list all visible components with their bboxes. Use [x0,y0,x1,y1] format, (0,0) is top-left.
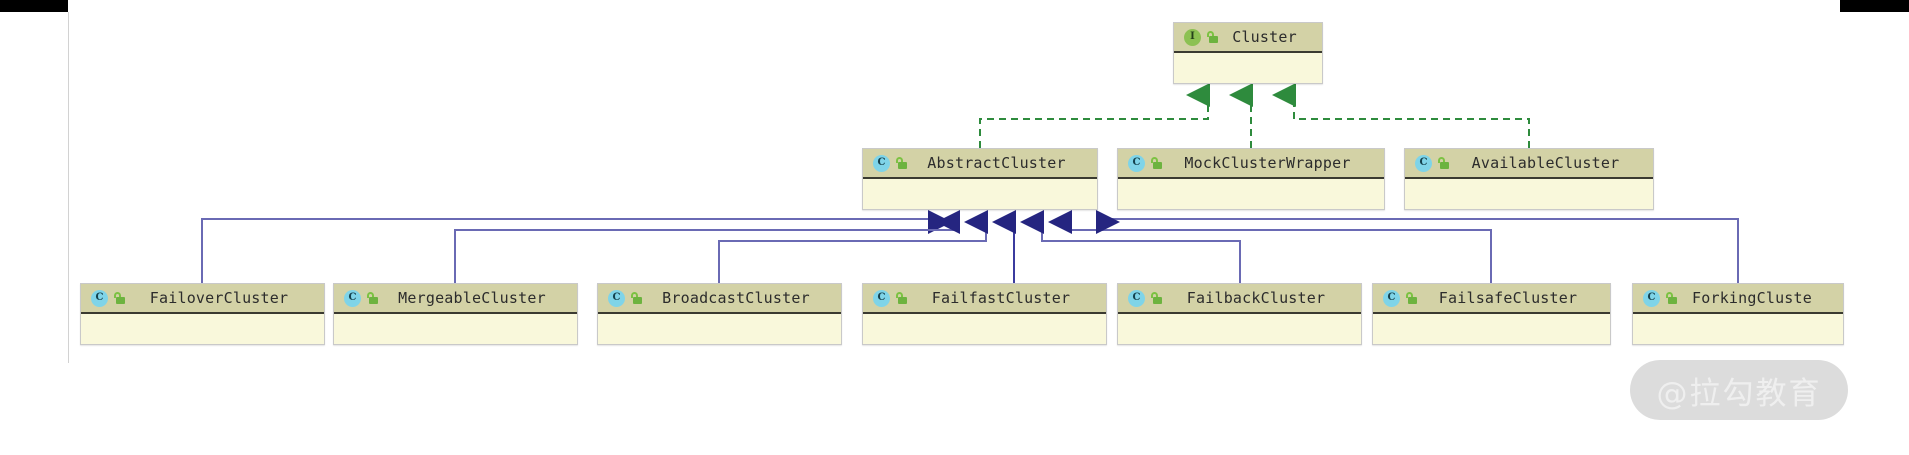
class-badge-icon: C [1128,289,1145,307]
class-badge-icon: C [91,289,108,307]
left-gutter-divider [68,12,69,363]
class-node-members [1118,179,1384,209]
lock-icon [113,291,126,305]
class-node-failsafe-cluster[interactable]: C FailsafeCluster [1372,283,1611,345]
watermark: @拉勾教育 [1630,360,1848,420]
class-node-members [81,314,324,344]
class-node-header: C FailoverCluster [81,284,324,314]
lock-icon [895,291,908,305]
class-node-members [1405,179,1653,209]
edge-extends-forkingcluster [1096,210,1739,283]
class-node-header: C FailfastCluster [863,284,1106,314]
class-node-title: FailfastCluster [931,289,1071,307]
class-node-header: C ForkingCluste [1633,284,1843,314]
class-node-title: FailbackCluster [1186,289,1326,307]
class-node-header: C FailsafeCluster [1373,284,1610,314]
class-node-mergeable-cluster[interactable]: C MergeableCluster [333,283,578,345]
class-node-members [334,314,577,344]
class-node-members [1118,314,1361,344]
class-node-members [1633,314,1843,344]
class-node-title: Cluster [1232,28,1297,46]
edge-extends-failovercluster [201,210,952,283]
class-badge-icon: C [1415,154,1432,172]
class-node-header: C BroadcastCluster [598,284,841,314]
edge-implements-availablecluster [1272,83,1530,148]
watermark-text: @拉勾教育 [1656,375,1822,412]
class-node-title: MergeableCluster [398,289,546,307]
class-node-title: AbstractCluster [927,154,1066,172]
class-node-header: C MergeableCluster [334,284,577,314]
class-node-header: C MockClusterWrapper [1118,149,1384,179]
class-badge-icon: C [1383,289,1400,307]
class-node-available-cluster[interactable]: C AvailableCluster [1404,148,1654,210]
class-node-members [863,314,1106,344]
lock-icon [366,291,379,305]
class-node-title: FailoverCluster [149,289,289,307]
class-node-title: FailsafeCluster [1438,289,1578,307]
class-node-broadcast-cluster[interactable]: C BroadcastCluster [597,283,842,345]
interface-badge-icon: I [1184,28,1201,46]
edge-extends-broadcastcluster [718,210,988,283]
class-node-abstract-cluster[interactable]: C AbstractCluster [862,148,1098,210]
class-badge-icon: C [608,289,625,307]
class-node-mock-cluster-wrapper[interactable]: C MockClusterWrapper [1117,148,1385,210]
class-node-cluster[interactable]: I Cluster [1173,22,1323,84]
class-badge-icon: C [873,289,890,307]
class-node-failback-cluster[interactable]: C FailbackCluster [1117,283,1362,345]
class-node-title: AvailableCluster [1471,154,1620,172]
class-badge-icon: C [1643,289,1660,307]
top-right-black-bar [1840,0,1909,12]
class-node-header: C FailbackCluster [1118,284,1361,314]
class-node-title: BroadcastCluster [662,289,810,307]
lock-icon [1150,291,1163,305]
class-node-members [1174,53,1322,83]
class-node-members [863,179,1097,209]
edge-implements-abstractcluster [979,83,1210,148]
class-node-members [598,314,841,344]
edge-extends-failbackcluster [1020,210,1241,283]
lock-icon [630,291,643,305]
class-node-title: MockClusterWrapper [1184,154,1351,172]
class-node-failover-cluster[interactable]: C FailoverCluster [80,283,325,345]
class-node-title: ForkingCluste [1692,289,1812,307]
edge-extends-failsafecluster [1048,210,1492,283]
class-node-failfast-cluster[interactable]: C FailfastCluster [862,283,1107,345]
class-badge-icon: C [344,289,361,307]
class-node-header: C AvailableCluster [1405,149,1653,179]
lock-icon [1150,156,1163,170]
lock-icon [1437,156,1450,170]
class-badge-icon: C [1128,154,1145,172]
lock-icon [1206,30,1219,44]
top-left-black-bar [0,0,68,12]
class-node-header: I Cluster [1174,23,1322,53]
edge-extends-mergeablecluster [454,210,960,283]
class-node-members [1373,314,1610,344]
class-node-header: C AbstractCluster [863,149,1097,179]
class-badge-icon: C [873,154,890,172]
lock-icon [1405,291,1418,305]
class-node-forking-cluster[interactable]: C ForkingCluste [1632,283,1844,345]
lock-icon [1665,291,1678,305]
lock-icon [895,156,908,170]
